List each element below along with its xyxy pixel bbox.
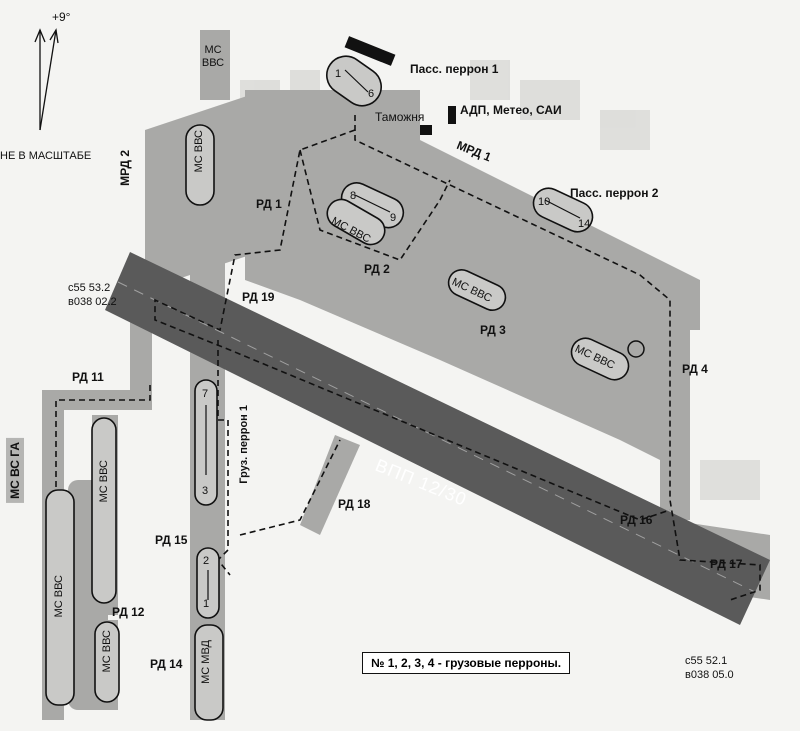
label-rd4: РД 4 xyxy=(682,362,708,376)
coord-nw-lat: с55 53.2 xyxy=(68,282,111,294)
north-arrow xyxy=(34,28,59,131)
label-rd17: РД 17 xyxy=(710,557,743,571)
stand-ms-vvs-left-small xyxy=(94,621,120,703)
stand-1: 1 xyxy=(335,68,342,80)
coord-se-lon: в038 05.0 xyxy=(685,669,734,681)
label-ms-vvs-stand-top: МС ВВС xyxy=(193,130,205,173)
label-gruz-perron-1: Груз. перрон 1 xyxy=(238,405,250,484)
label-rd14: РД 14 xyxy=(150,657,183,671)
label-pass-perron-2: Пасс. перрон 2 xyxy=(570,186,659,200)
label-rd19: РД 19 xyxy=(242,290,275,304)
coord-nw-lon: в038 02.2 xyxy=(68,296,117,308)
stands xyxy=(45,55,630,721)
label-rd15: РД 15 xyxy=(155,533,188,547)
stand-8: 8 xyxy=(350,190,357,202)
scale-note: НЕ В МАСШТАБЕ xyxy=(0,150,92,162)
label-rd18: РД 18 xyxy=(338,497,371,511)
cargo-note: № 1, 2, 3, 4 - грузовые перроны. xyxy=(362,652,571,674)
label-rd3: РД 3 xyxy=(480,323,506,337)
label-rd1: РД 1 xyxy=(256,197,282,211)
stand-ms-vvs-left xyxy=(91,417,117,604)
stand-ms-vvs-long xyxy=(45,489,75,706)
label-pass-perron-1: Пасс. перрон 1 xyxy=(410,62,499,76)
label-rd11: РД 11 xyxy=(72,370,104,384)
stand-ms-vvs-rd3 xyxy=(447,269,507,311)
label-ms-vs-ga: МС ВС ГА xyxy=(6,438,24,503)
stand-9: 9 xyxy=(390,212,397,224)
label-rd16: РД 16 xyxy=(620,513,653,527)
stand-2: 2 xyxy=(203,555,210,567)
stand-ms-vvs-rd2 xyxy=(326,198,386,246)
label-customs: Таможня xyxy=(375,110,425,124)
label-ms-vvs-long: МС ВВС xyxy=(53,575,65,618)
label-ms-vvs-left: МС ВВС xyxy=(98,460,110,503)
north-angle: +9° xyxy=(52,10,71,24)
stand-10: 10 xyxy=(538,196,551,208)
marker-circle xyxy=(627,340,645,358)
label-rd2: РД 2 xyxy=(364,262,390,276)
label-mrd2: МРД 2 xyxy=(118,150,132,186)
taxiway-pavement xyxy=(42,30,770,720)
customs-building xyxy=(420,125,432,135)
stand-3: 3 xyxy=(202,485,209,497)
terminal-building xyxy=(344,36,396,66)
stand-10-14 xyxy=(532,187,594,233)
label-ms-mvd: МС МВД xyxy=(200,640,212,684)
stand-14: 14 xyxy=(578,218,591,230)
stand-1b: 1 xyxy=(203,598,210,610)
coord-se-lat: с55 52.1 xyxy=(685,655,728,667)
label-rd12: РД 12 xyxy=(112,605,145,619)
stand-ms-vvs-rd4 xyxy=(570,337,630,381)
label-ms-vvs-left-small: МС ВВС xyxy=(101,630,113,673)
stand-7: 7 xyxy=(202,388,209,400)
stand-6: 6 xyxy=(368,88,375,100)
stand-ms-mvd xyxy=(194,624,224,721)
taxi-routes xyxy=(55,115,761,601)
runway-12-30 xyxy=(105,252,770,625)
stand-ms-vvs-top xyxy=(185,124,215,206)
adp-building xyxy=(448,106,456,124)
stand-pass-perron-1 xyxy=(326,55,382,107)
label-adp: АДП, Метео, САИ xyxy=(460,103,562,117)
